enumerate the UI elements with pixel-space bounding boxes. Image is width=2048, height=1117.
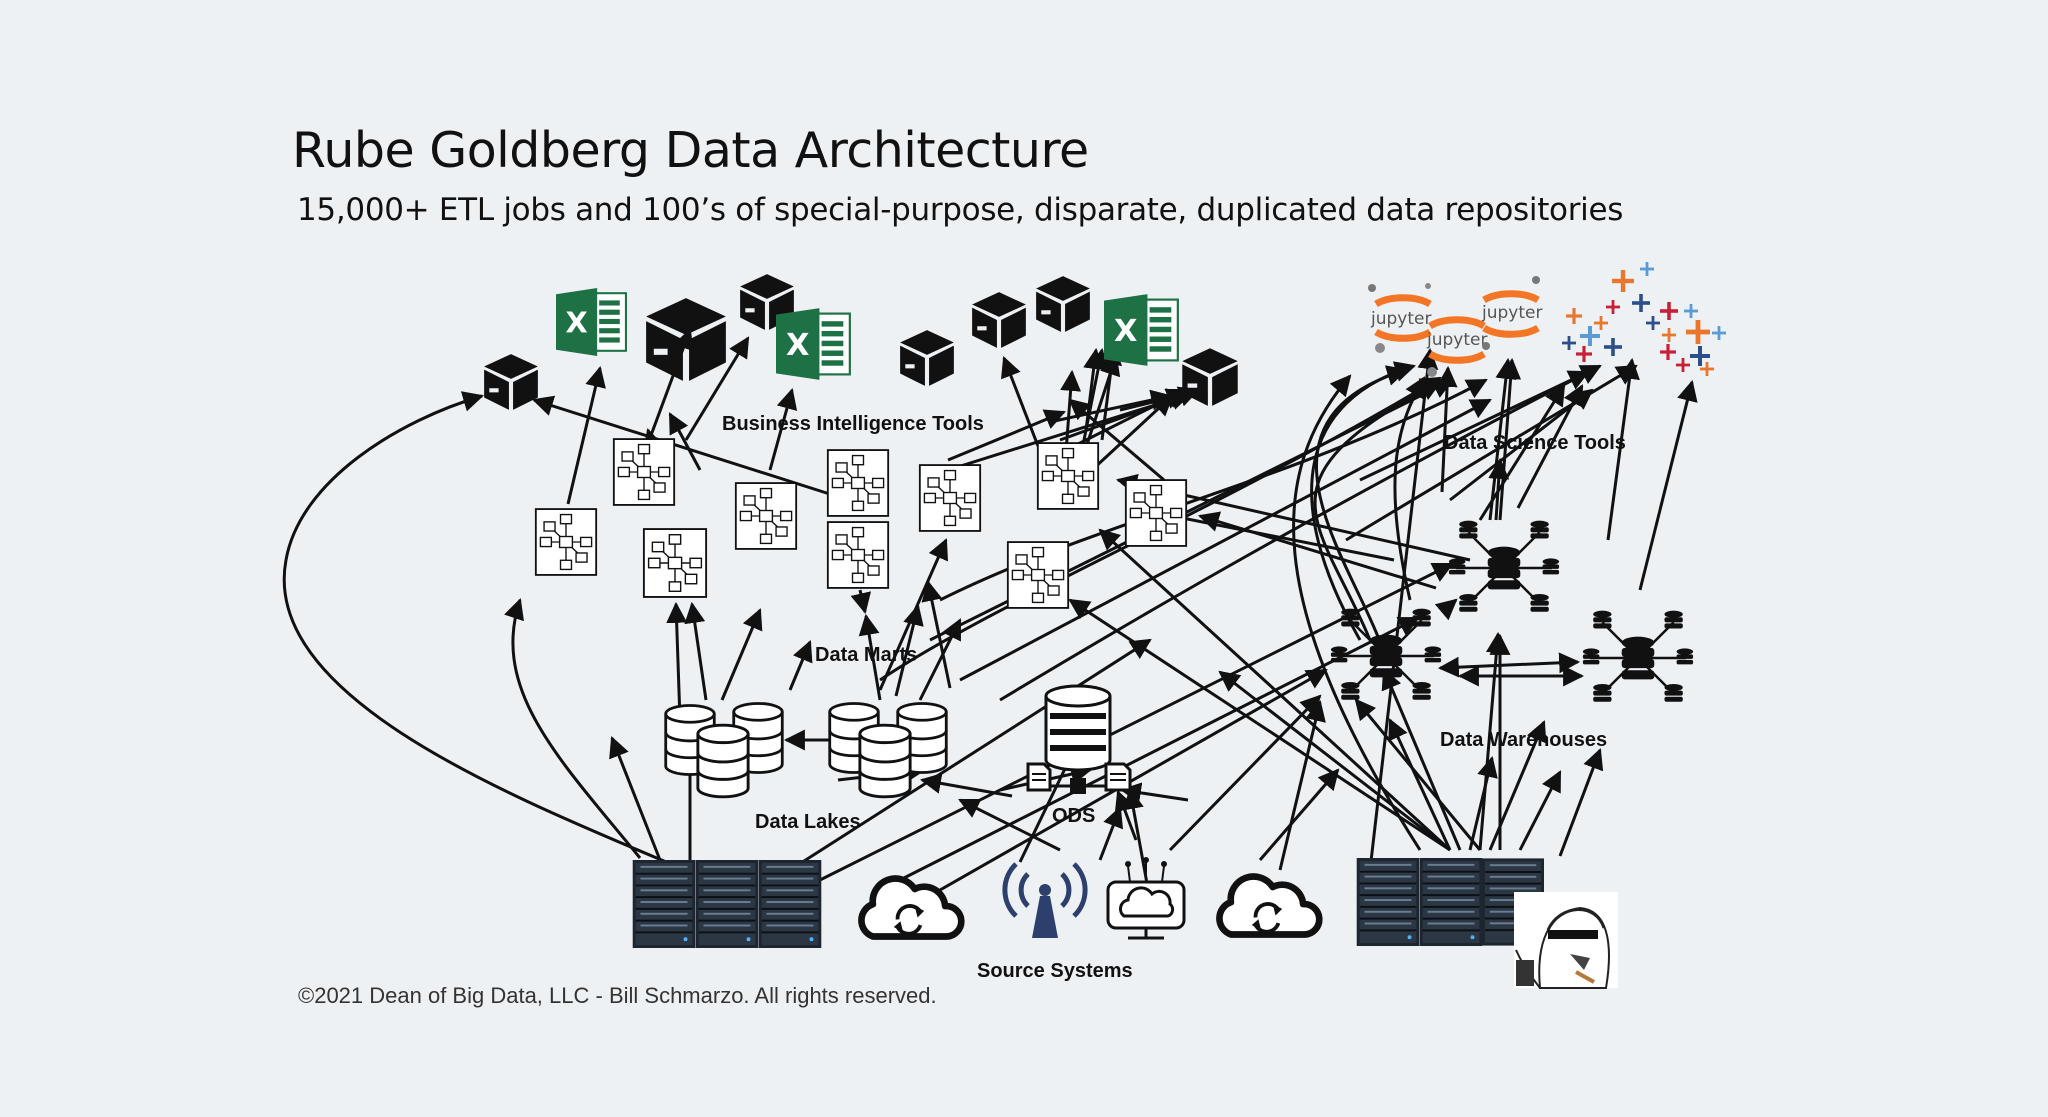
bi-output-cube-4 xyxy=(900,330,954,386)
jupyter-logo-3: jupyter xyxy=(1481,276,1542,338)
server-rack-left xyxy=(632,860,822,948)
label-source-systems: Source Systems xyxy=(977,960,1133,982)
bi-output-cube-5 xyxy=(972,292,1026,348)
bi-output-cube-7 xyxy=(1182,348,1238,406)
data-marts xyxy=(534,438,1188,609)
svg-text:jupyter: jupyter xyxy=(1481,303,1542,323)
iot-cloud-device-icon xyxy=(1106,857,1186,940)
excel-icon-1 xyxy=(556,288,627,356)
label-bi-tools: Business Intelligence Tools xyxy=(722,413,984,435)
slide-title: Rube Goldberg Data Architecture xyxy=(292,122,1089,179)
jupyter-logo-1: jupyter xyxy=(1368,283,1432,353)
label-data-lakes: Data Lakes xyxy=(755,811,861,833)
label-data-marts: Data Marts xyxy=(815,644,917,666)
jupyter-logo-2: jupyter xyxy=(1426,316,1490,377)
tableau-logo-2 xyxy=(1646,302,1726,376)
ods-icon xyxy=(1026,684,1132,794)
etl-arrows xyxy=(282,328,1698,901)
svg-text:jupyter: jupyter xyxy=(1426,330,1487,350)
data-lakes xyxy=(664,702,948,799)
wireless-tower-icon xyxy=(1002,862,1088,938)
slide-subtitle: 15,000+ ETL jobs and 100’s of special-pu… xyxy=(297,192,1624,228)
label-data-science-tools: Data Science Tools xyxy=(1444,432,1626,454)
bi-output-cube-6 xyxy=(1036,276,1090,332)
bi-output-cube-1 xyxy=(484,354,538,410)
label-ods: ODS xyxy=(1052,805,1095,827)
tableau-logo-1 xyxy=(1562,262,1654,362)
data-warehouse-cluster-3 xyxy=(1583,611,1693,702)
svg-text:jupyter: jupyter xyxy=(1370,309,1431,329)
excel-icon-3 xyxy=(1104,294,1179,366)
cloud-sync-icon-2 xyxy=(1219,877,1319,935)
author-sketch-image xyxy=(1514,892,1618,989)
copyright-notice: ©2021 Dean of Big Data, LLC - Bill Schma… xyxy=(298,983,937,1008)
data-warehouse-cluster-1 xyxy=(1449,521,1559,612)
label-data-warehouses: Data Warehouses xyxy=(1440,729,1607,751)
excel-icon-2 xyxy=(776,308,851,380)
